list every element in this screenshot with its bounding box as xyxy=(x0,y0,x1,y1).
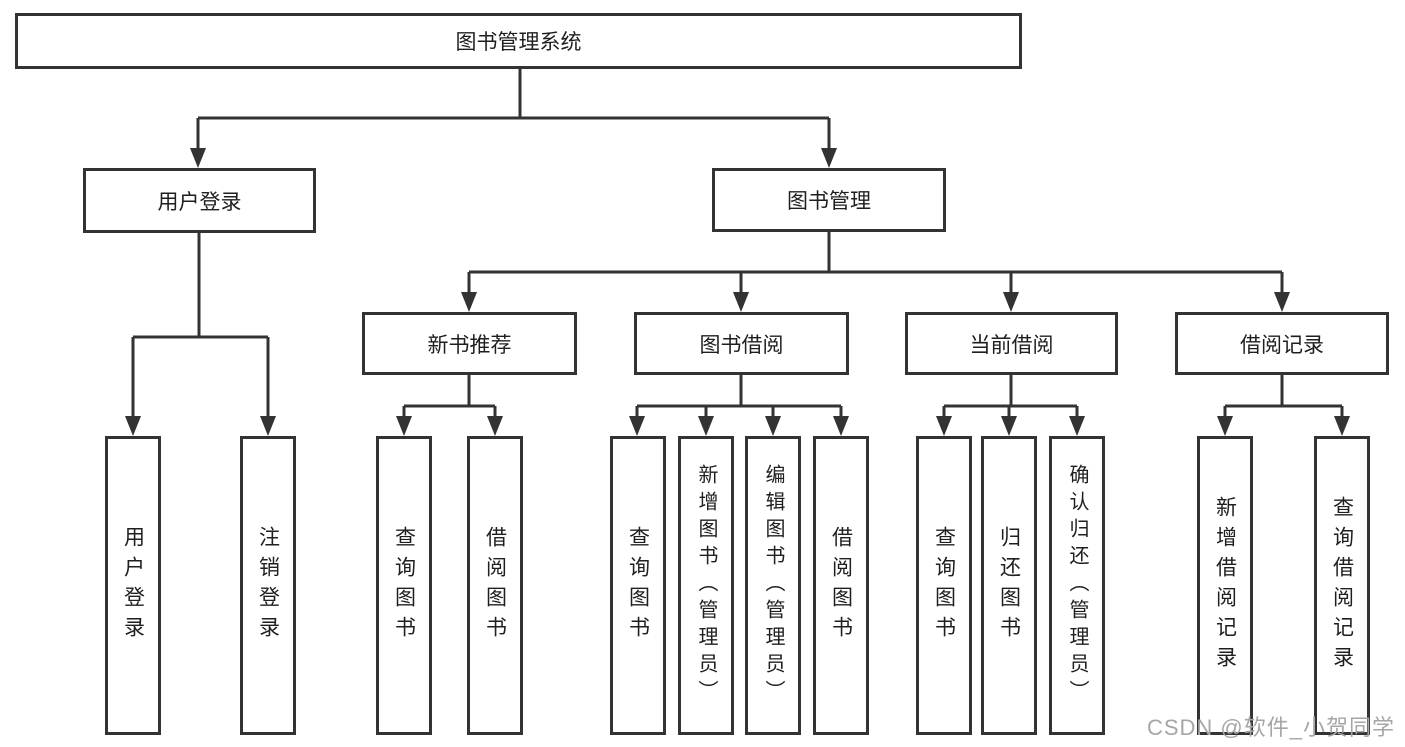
leaf-query-borrow-record: 查询借阅记录 xyxy=(1314,436,1370,735)
node-book-management: 图书管理 xyxy=(712,168,946,232)
node-book-borrow: 图书借阅 xyxy=(634,312,849,375)
node-user-login-label: 用户登录 xyxy=(157,190,242,214)
leaf-recommend-borrow-books: 借阅图书 xyxy=(467,436,523,735)
leaf-recommend-query-books-label: 查询图书 xyxy=(392,525,416,646)
node-borrow-record-label: 借阅记录 xyxy=(1240,333,1324,357)
leaf-recommend-query-books: 查询图书 xyxy=(376,436,432,735)
leaf-return-books-label: 归还图书 xyxy=(997,525,1021,646)
leaf-edit-books-admin-label: 编辑图书（管理员） xyxy=(762,464,784,707)
leaf-confirm-return-admin: 确认归还（管理员） xyxy=(1049,436,1105,735)
connector-borrow-to-leaves xyxy=(635,373,843,420)
node-borrow-record: 借阅记录 xyxy=(1175,312,1389,375)
leaf-logout: 注销登录 xyxy=(240,436,296,735)
leaf-add-books-admin: 新增图书（管理员） xyxy=(678,436,734,735)
leaf-logout-label: 注销登录 xyxy=(256,525,280,646)
arrowheads-recommend-leaves xyxy=(396,416,503,436)
leaf-user-login-label: 用户登录 xyxy=(121,525,145,646)
connector-login-to-leaves xyxy=(131,230,270,420)
leaf-user-login: 用户登录 xyxy=(105,436,161,735)
connector-management-to-level3 xyxy=(467,230,1284,296)
leaf-current-query-books: 查询图书 xyxy=(916,436,972,735)
leaf-return-books: 归还图书 xyxy=(981,436,1037,735)
leaf-recommend-borrow-books-label: 借阅图书 xyxy=(483,525,507,646)
leaf-borrow-query-books-label: 查询图书 xyxy=(626,525,650,646)
node-new-book-recommend: 新书推荐 xyxy=(362,312,577,375)
leaf-add-books-admin-label: 新增图书（管理员） xyxy=(695,464,717,707)
arrowheads-login-leaves xyxy=(125,416,276,436)
leaf-confirm-return-admin-label: 确认归还（管理员） xyxy=(1066,464,1088,707)
arrowheads-record-leaves xyxy=(1217,416,1350,436)
arrowheads-current-leaves xyxy=(936,416,1085,436)
leaf-add-borrow-record: 新增借阅记录 xyxy=(1197,436,1253,735)
node-new-book-recommend-label: 新书推荐 xyxy=(427,333,512,357)
node-current-borrow: 当前借阅 xyxy=(905,312,1118,375)
leaf-borrow-query-books: 查询图书 xyxy=(610,436,666,735)
leaf-borrow-books-label: 借阅图书 xyxy=(829,525,853,646)
arrowheads-level2 xyxy=(190,148,837,168)
node-current-borrow-label: 当前借阅 xyxy=(969,333,1054,357)
leaf-add-borrow-record-label: 新增借阅记录 xyxy=(1213,495,1237,676)
connector-record-to-leaves xyxy=(1223,373,1344,420)
node-root-system: 图书管理系统 xyxy=(15,13,1022,69)
connector-recommend-to-leaves xyxy=(402,373,497,420)
arrowheads-level3 xyxy=(461,292,1290,312)
node-book-borrow-label: 图书借阅 xyxy=(699,333,784,357)
leaf-current-query-books-label: 查询图书 xyxy=(932,525,956,646)
leaf-edit-books-admin: 编辑图书（管理员） xyxy=(745,436,801,735)
connector-root-to-level2 xyxy=(196,66,831,152)
node-book-management-label: 图书管理 xyxy=(787,190,871,213)
arrowheads-borrow-leaves xyxy=(629,416,849,436)
connector-current-to-leaves xyxy=(942,373,1079,420)
leaf-query-borrow-record-label: 查询借阅记录 xyxy=(1330,495,1354,676)
node-user-login: 用户登录 xyxy=(83,168,316,233)
node-root-system-label: 图书管理系统 xyxy=(455,31,582,54)
leaf-borrow-books: 借阅图书 xyxy=(813,436,869,735)
csdn-watermark: CSDN @软件_小贺同学 xyxy=(1146,715,1395,740)
